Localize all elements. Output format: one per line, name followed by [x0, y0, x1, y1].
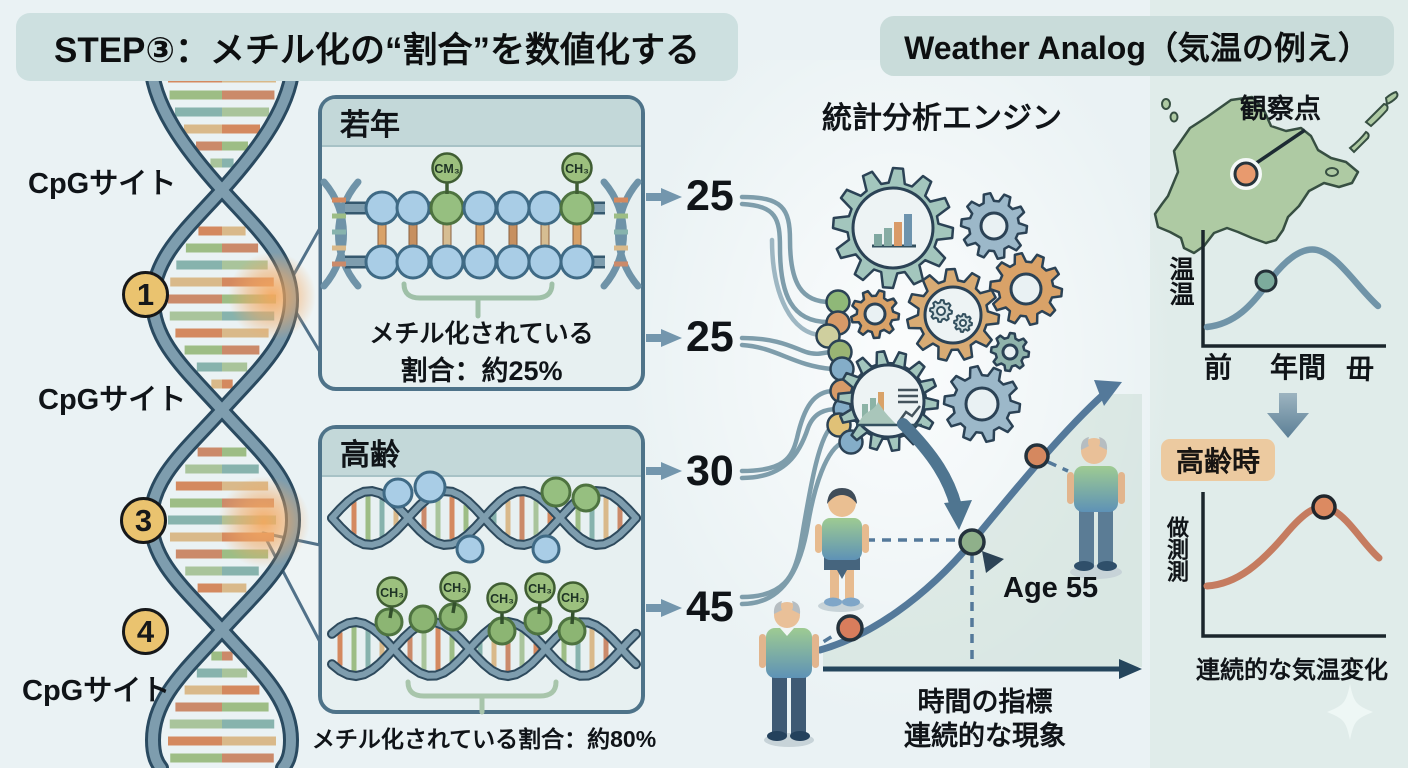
methyl-group-icons	[376, 571, 589, 614]
site-number-4: 4	[122, 608, 169, 655]
methyl-label: CM₃	[434, 162, 459, 176]
methyl-label: CH₃	[528, 582, 552, 596]
hokkaido-map	[1153, 90, 1399, 255]
map-pointer-line	[1251, 128, 1306, 168]
observation-point-dot	[1233, 161, 1259, 187]
methyl-label: CH₃	[443, 581, 467, 595]
cpg-site-label-bottom: CpGサイト	[22, 675, 171, 707]
elderly-dna-illustration: CH₃ CH₃ CH₃ CH₃ CH₃	[327, 470, 641, 715]
young-caption-line1: メチル化されている	[369, 320, 594, 348]
weather-xtick-2: 年間	[1270, 352, 1327, 383]
site-number-3: 3	[120, 497, 167, 544]
weather-ylabel-young: 温温	[1166, 256, 1194, 306]
engine-title: 統計分析エンジン	[822, 102, 1062, 135]
age-pointer-icon	[982, 551, 1004, 573]
weather-chart-old	[1201, 492, 1386, 638]
cpg-site-label-mid: CpGサイト	[38, 384, 187, 416]
value-45: 45	[686, 583, 734, 631]
methyl-label: CH₃	[490, 592, 514, 606]
old-man-right-figure	[1067, 437, 1125, 579]
value-30: 30	[686, 447, 734, 495]
site-number-1: 1	[122, 271, 169, 318]
value-connectors	[739, 194, 847, 607]
elderly-panel-title: 高齢	[340, 439, 400, 472]
methyl-group-icon	[431, 152, 463, 184]
observation-point-label: 観察点	[1240, 94, 1321, 124]
right-title: Weather Analog（気温の例え）	[904, 30, 1370, 66]
young-panel-title: 若年	[340, 109, 400, 142]
right-title-banner: Weather Analog（気温の例え）	[880, 16, 1394, 76]
methyl-group-icon	[561, 152, 593, 184]
weather-xtick-3: 毌	[1346, 354, 1375, 385]
young-bracket-icon	[401, 281, 555, 319]
left-title: STEP③：メチル化の“割合”を数値化する	[53, 30, 701, 70]
cpg-glow-highlights	[218, 252, 316, 568]
cpg-site-label-top: CpGサイト	[28, 168, 177, 200]
elderly-caption: メチル化されている割合：約80%	[311, 726, 657, 752]
weather-chart-young	[1201, 230, 1386, 348]
weather-xtick-1: 前	[1204, 352, 1233, 383]
weather-xlabel-old: 連続的な気温変化	[1196, 657, 1388, 684]
age-55-label: Age 55	[1003, 572, 1099, 604]
old-man-left-figure	[759, 601, 819, 747]
elderly-bracket-icon	[405, 679, 559, 715]
young-caption-line2: 割合：約25%	[400, 356, 563, 386]
young-panel-header: 若年	[322, 99, 641, 147]
methyl-label: CH₃	[380, 586, 404, 600]
value-25b: 25	[686, 313, 734, 361]
elderly-panel-header: 高齢	[322, 429, 641, 477]
time-axis-label2: 連続的な現象	[904, 721, 1066, 751]
time-axis-label1: 時間の指標	[917, 687, 1053, 717]
value-25a: 25	[686, 172, 734, 220]
dna-base-pairs	[168, 73, 276, 763]
value-arrow-icons	[646, 188, 682, 617]
dna-helix	[142, 52, 302, 768]
engine-to-curve-arrow-icon	[897, 418, 972, 530]
boy-figure	[815, 488, 869, 612]
down-arrow-icon	[1267, 393, 1309, 438]
elderly-time-badge: 高齢時	[1161, 439, 1275, 481]
methyl-label: CH₃	[565, 162, 589, 176]
methyl-label: CH₃	[561, 591, 585, 605]
gear-inner-charts	[856, 214, 973, 427]
weather-ylabel-old: 做測測	[1164, 516, 1189, 582]
left-title-banner: STEP③：メチル化の“割合”を数値化する	[16, 13, 738, 81]
young-dna-illustration: CM₃ CH₃	[320, 152, 642, 319]
aging-curve-chart	[809, 380, 1142, 679]
sparkle-icon	[1327, 684, 1373, 740]
